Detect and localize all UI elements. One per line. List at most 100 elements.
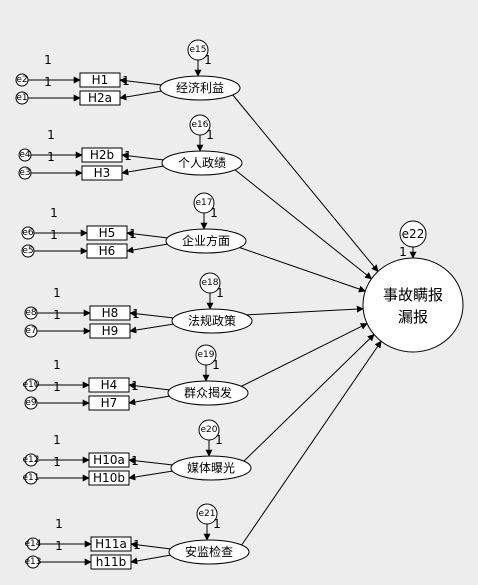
error-weight-5-1: 1 bbox=[53, 455, 61, 469]
latent-label-0: 经济利益 bbox=[176, 80, 224, 95]
indicator-label-4-1: H7 bbox=[101, 396, 118, 410]
indicator-label-2-0: H5 bbox=[99, 226, 116, 240]
disturbance-label-4: e19 bbox=[198, 350, 215, 360]
indicator-error-circle-1-1 bbox=[18, 166, 32, 180]
indicator-error-circle-4-0 bbox=[24, 378, 38, 392]
indicator-label-3-0: H8 bbox=[102, 306, 119, 320]
outcome-ellipse bbox=[362, 257, 464, 353]
loading-weight-1: 1 bbox=[124, 149, 132, 163]
indicator-error-label-2-0: e6 bbox=[22, 228, 34, 238]
indicator-error-label-1-0: e4 bbox=[19, 150, 31, 160]
disturbance-weight-1: 1 bbox=[206, 128, 214, 142]
disturbance-label-0: e15 bbox=[190, 45, 207, 55]
indicator-label-2-1: H6 bbox=[99, 244, 116, 258]
loading-weight-2: 1 bbox=[129, 227, 137, 241]
structural-path-2 bbox=[237, 246, 366, 293]
structural-path-3 bbox=[243, 305, 364, 316]
indicator-label-5-0: H10a bbox=[93, 453, 125, 467]
disturbance-weight-4: 1 bbox=[212, 358, 220, 372]
indicator-error-circle-0-1 bbox=[15, 91, 29, 105]
loading-path-6-0 bbox=[130, 541, 172, 550]
indicator-error-circle-5-0 bbox=[24, 453, 38, 467]
indicator-label-1-0: H2b bbox=[90, 148, 114, 162]
indicator-error-circle-3-1 bbox=[24, 324, 38, 338]
latent-label-5: 媒体曝光 bbox=[187, 461, 235, 475]
structural-path-6 bbox=[240, 340, 382, 547]
latent-ellipse-3 bbox=[171, 308, 253, 334]
indicator-box-2-0 bbox=[86, 225, 128, 241]
latent-label-1: 个人政绩 bbox=[178, 156, 226, 170]
error-weight-3-1: 1 bbox=[53, 308, 61, 322]
outcome-label-line2: 漏报 bbox=[398, 308, 428, 326]
disturbance-weight-5: 1 bbox=[215, 433, 223, 447]
indicator-error-circle-3-0 bbox=[24, 306, 38, 320]
latent-ellipse-1 bbox=[161, 150, 243, 176]
indicator-box-2-1 bbox=[86, 243, 128, 259]
disturbance-circle-6 bbox=[196, 503, 218, 525]
indicator-label-6-0: H11a bbox=[95, 537, 127, 551]
loading-weight-5: 1 bbox=[131, 454, 139, 468]
latent-ellipse-2 bbox=[165, 228, 247, 254]
indicator-box-5-0 bbox=[88, 452, 130, 468]
structural-path-1 bbox=[233, 168, 373, 280]
loading-path-1-1 bbox=[121, 165, 165, 176]
latent-ellipse-5 bbox=[170, 455, 252, 481]
disturbance-circle-1 bbox=[189, 114, 211, 136]
indicator-label-0-0: H1 bbox=[92, 73, 109, 87]
disturbance-circle-2 bbox=[193, 192, 215, 214]
latent-ellipse-0 bbox=[159, 75, 241, 101]
disturbance-weight-0: 1 bbox=[204, 53, 212, 67]
loading-path-2-0 bbox=[126, 230, 169, 239]
loading-path-5-1 bbox=[128, 470, 174, 481]
latent-ellipse-6 bbox=[168, 539, 250, 565]
error-weight-2-0: 1 bbox=[50, 206, 58, 220]
indicator-error-circle-5-1 bbox=[24, 471, 38, 485]
latent-ellipse-4 bbox=[167, 380, 249, 406]
indicator-label-1-1: H3 bbox=[94, 166, 111, 180]
disturbance-label-5: e20 bbox=[201, 425, 218, 435]
indicator-error-label-1-1: e3 bbox=[19, 168, 30, 178]
indicator-error-circle-4-1 bbox=[24, 396, 38, 410]
disturbance-circle-3 bbox=[199, 272, 221, 294]
indicator-label-6-1: h11b bbox=[96, 555, 127, 569]
indicator-box-0-1 bbox=[79, 90, 121, 106]
loading-path-0-1 bbox=[119, 90, 163, 101]
error-weight-1-0: 1 bbox=[47, 128, 55, 142]
disturbance-circle-0 bbox=[187, 39, 209, 61]
indicator-error-label-2-1: e5 bbox=[22, 246, 33, 256]
indicator-label-5-1: H10b bbox=[93, 471, 125, 485]
error-weight-1-1: 1 bbox=[47, 150, 55, 164]
indicator-error-circle-6-0 bbox=[26, 537, 40, 551]
outcome-error-weight: 1 bbox=[399, 245, 407, 259]
latent-label-4: 群众揭发 bbox=[184, 385, 232, 400]
disturbance-label-3: e18 bbox=[202, 278, 219, 288]
error-weight-0-1: 1 bbox=[44, 75, 52, 89]
disturbance-circle-4 bbox=[195, 344, 217, 366]
disturbance-label-6: e21 bbox=[199, 509, 216, 519]
disturbance-weight-2: 1 bbox=[210, 206, 218, 220]
latent-label-6: 安监检查 bbox=[185, 544, 233, 559]
outcome-error-label: e22 bbox=[402, 227, 425, 241]
structural-path-0 bbox=[231, 93, 379, 272]
indicator-box-1-1 bbox=[81, 165, 123, 181]
indicator-box-4-0 bbox=[88, 377, 130, 393]
error-weight-5-0: 1 bbox=[53, 433, 61, 447]
loading-path-5-0 bbox=[128, 457, 174, 466]
disturbance-weight-6: 1 bbox=[213, 517, 221, 531]
indicator-label-3-1: H9 bbox=[102, 324, 119, 338]
loading-path-4-0 bbox=[128, 382, 171, 391]
indicator-error-label-6-1: e13 bbox=[25, 557, 42, 567]
loading-path-6-1 bbox=[130, 554, 172, 565]
indicator-box-1-0 bbox=[81, 147, 123, 163]
loading-path-0-0 bbox=[119, 77, 163, 86]
outcome-label-line1: 事故瞒报 bbox=[383, 286, 443, 304]
indicator-box-6-1 bbox=[90, 554, 132, 570]
indicator-error-circle-0-0 bbox=[15, 73, 29, 87]
indicator-box-4-1 bbox=[88, 395, 130, 411]
loading-weight-0: 1 bbox=[122, 74, 130, 88]
latent-label-3: 法规政策 bbox=[188, 313, 236, 328]
indicator-box-3-1 bbox=[89, 323, 131, 339]
disturbance-weight-3: 1 bbox=[216, 286, 224, 300]
disturbance-label-2: e17 bbox=[196, 198, 213, 208]
